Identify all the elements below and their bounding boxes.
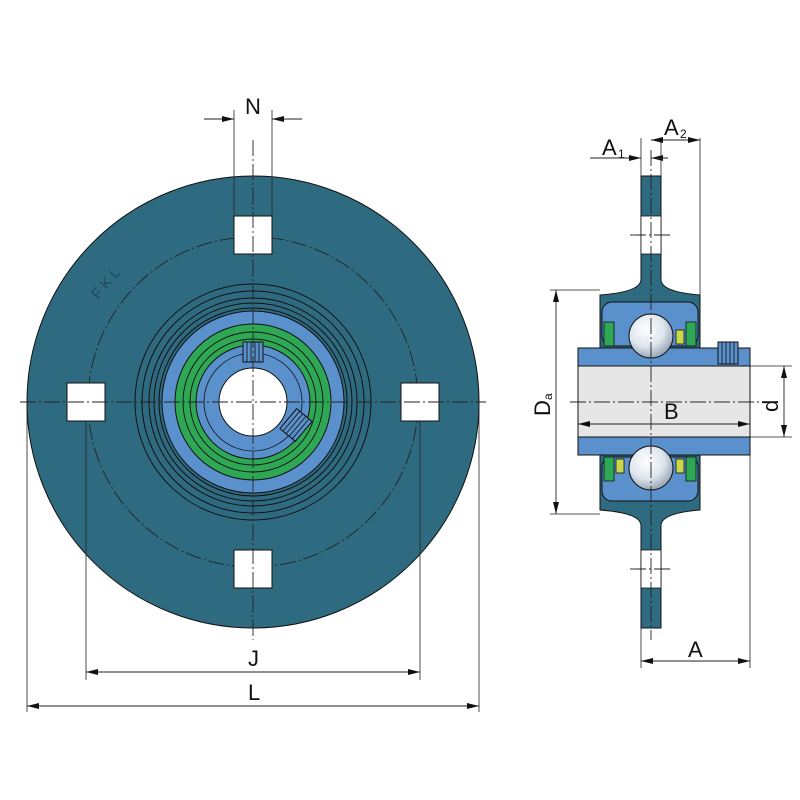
dimension-label-da-sub: a bbox=[541, 393, 555, 400]
shaft-bore-section bbox=[577, 365, 751, 438]
dimension-label-j: J bbox=[248, 646, 259, 671]
dimension-label-a: A bbox=[688, 637, 703, 662]
dimension-label-a2-sub: 2 bbox=[680, 127, 687, 141]
dimension-label-a1: A bbox=[602, 135, 617, 160]
shaft-bore bbox=[218, 367, 288, 437]
dimension-label-d: d bbox=[758, 400, 783, 412]
dimension-label-a1-sub: 1 bbox=[618, 147, 625, 161]
dimension-label-b: B bbox=[664, 399, 679, 424]
side-section-view: A 1 A 2 D a B d A bbox=[530, 115, 792, 668]
dimension-label-l: L bbox=[248, 680, 260, 705]
dimension-label-da: D bbox=[530, 400, 555, 416]
set-screw-side bbox=[717, 341, 739, 365]
dimension-label-a2: A bbox=[664, 115, 679, 140]
set-screw-angled bbox=[279, 407, 313, 443]
dimension-label-n: N bbox=[245, 94, 261, 119]
front-view: FKL N J L bbox=[20, 94, 486, 712]
